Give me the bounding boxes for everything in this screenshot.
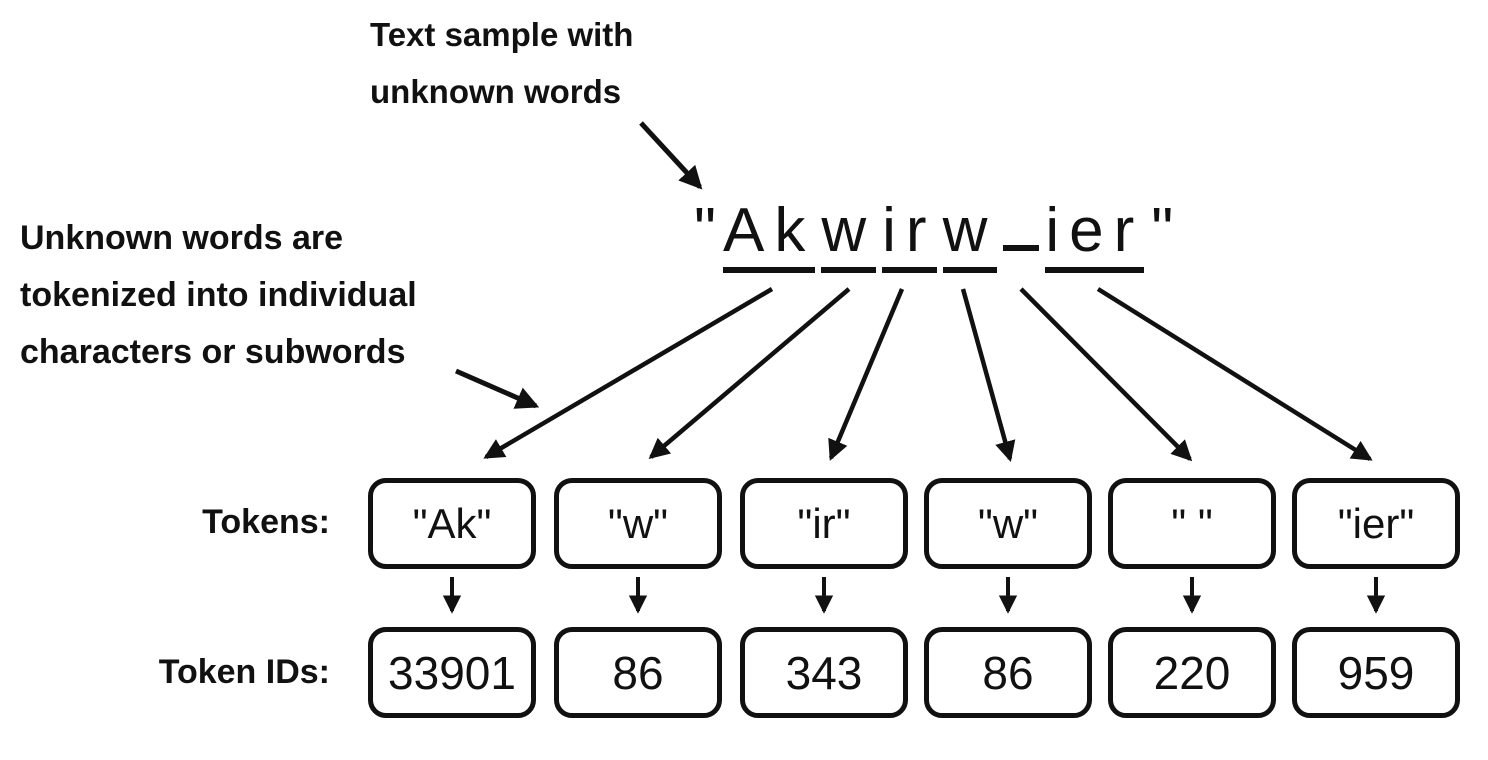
sample-segment-ak: Ak bbox=[723, 200, 816, 273]
token-id-box-4: 86 bbox=[924, 627, 1092, 718]
top-caption-arrow bbox=[639, 121, 703, 190]
segment-arrow-1 bbox=[483, 287, 774, 459]
top-caption-line-2: unknown words bbox=[370, 73, 622, 110]
sample-segment-space bbox=[1003, 240, 1040, 251]
segment-arrow-3 bbox=[828, 288, 905, 461]
top-caption: Text sample with unknown words bbox=[370, 6, 633, 120]
token-box-4: "w" bbox=[924, 478, 1092, 569]
sample-segment-ir: ir bbox=[882, 200, 937, 273]
segment-arrow-6 bbox=[1096, 287, 1373, 461]
token-box-1: "Ak" bbox=[368, 478, 536, 569]
close-quote: " bbox=[1151, 196, 1174, 265]
open-quote: " bbox=[694, 196, 717, 265]
sample-segment-w1: w bbox=[821, 200, 877, 273]
left-caption-arrow bbox=[454, 368, 540, 409]
left-caption-line-1: Unknown words are bbox=[20, 219, 344, 257]
token-id-box-2: 86 bbox=[554, 627, 722, 718]
token-box-3: "ir" bbox=[740, 478, 908, 569]
tokens-row-label: Tokens: bbox=[202, 503, 330, 541]
left-caption-line-2: tokenized into individual bbox=[20, 276, 417, 314]
token-ids-row-label: Token IDs: bbox=[158, 653, 330, 691]
segment-arrow-2 bbox=[648, 287, 851, 460]
token-box-6: "ier" bbox=[1292, 478, 1460, 569]
segment-arrow-5 bbox=[1019, 287, 1193, 462]
token-id-box-3: 343 bbox=[740, 627, 908, 718]
sample-segment-ier: ier bbox=[1045, 200, 1145, 273]
top-caption-line-1: Text sample with bbox=[370, 16, 634, 53]
token-box-5: " " bbox=[1108, 478, 1276, 569]
left-caption-line-3: characters or subwords bbox=[20, 333, 406, 371]
sample-segment-w2: w bbox=[942, 200, 998, 273]
token-id-box-5: 220 bbox=[1108, 627, 1276, 718]
token-id-box-1: 33901 bbox=[368, 627, 536, 718]
text-sample: "Akwirw ier" bbox=[690, 200, 1177, 273]
left-caption: Unknown words are tokenized into individ… bbox=[20, 210, 417, 381]
token-id-box-6: 959 bbox=[1292, 627, 1460, 718]
token-box-2: "w" bbox=[554, 478, 722, 569]
segment-arrow-4 bbox=[960, 288, 1016, 462]
